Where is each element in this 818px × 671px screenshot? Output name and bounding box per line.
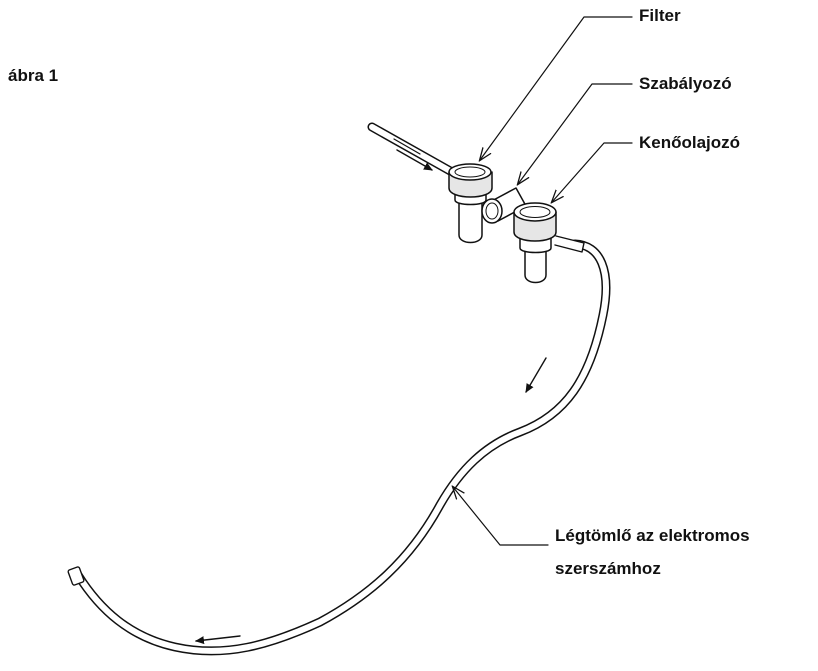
lubricator-leader-line <box>552 142 633 202</box>
regulator-unit <box>481 187 527 224</box>
hose-flow-arrow-2 <box>195 635 241 645</box>
inlet-flow-arrow <box>396 149 433 171</box>
filter-label: Filter <box>639 6 681 25</box>
air-hose-label-line2: szerszámhoz <box>555 559 661 578</box>
inlet-pipe <box>367 122 457 177</box>
regulator-label: Szabályozó <box>639 74 732 93</box>
filter-unit <box>448 163 493 244</box>
air-hose <box>67 239 611 656</box>
filter-leader-line <box>480 16 633 160</box>
hose-leader-line <box>453 487 549 546</box>
figure-caption: ábra 1 <box>8 66 59 85</box>
lubricator-unit <box>513 202 585 284</box>
lubricator-label: Kenőolajozó <box>639 133 741 152</box>
hose-flow-arrow-1 <box>525 357 547 393</box>
air-hose-label-line1: Légtömlő az elektromos <box>555 526 750 545</box>
air-hose-label: Légtömlő az elektromos szerszámhoz <box>555 525 750 580</box>
regulator-leader-line <box>518 83 633 184</box>
